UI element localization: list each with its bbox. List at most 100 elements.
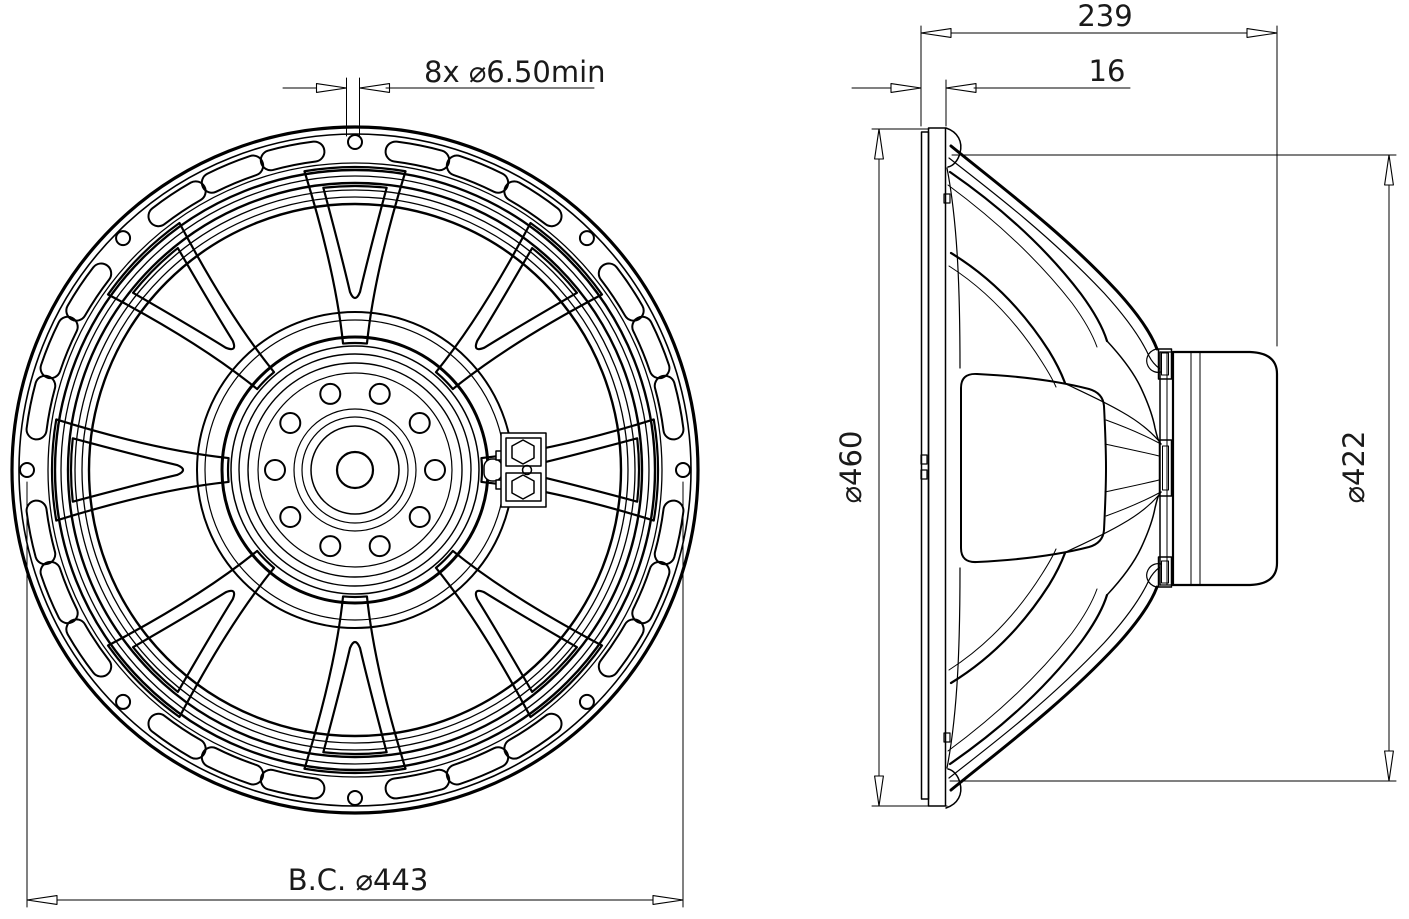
magnet-outline <box>1171 350 1279 587</box>
arrowhead <box>315 83 348 93</box>
spoke <box>303 595 407 775</box>
spoke <box>303 165 407 345</box>
dim-label-overall-diameter: ⌀460 <box>834 431 868 504</box>
bolt-hole <box>115 230 132 247</box>
hub-vent-hole <box>368 535 391 558</box>
arrowhead <box>652 895 684 905</box>
bolt-hole <box>19 462 35 478</box>
hub-vent-hole <box>264 459 286 481</box>
front-view <box>10 125 700 815</box>
rim-slot <box>200 154 265 194</box>
hub-vent-hole <box>408 411 431 434</box>
bolt-hole <box>675 462 691 478</box>
rim-slot <box>147 180 207 228</box>
dim-bolt-circle: B.C. ⌀443 <box>26 481 684 908</box>
gasket-plate <box>920 131 930 800</box>
rim-slot <box>384 768 451 800</box>
dim-label-bolt-circle: B.C. ⌀443 <box>288 863 429 897</box>
hub-ring <box>301 416 409 524</box>
bolt-hole <box>115 693 132 710</box>
bolt-hole <box>347 790 363 806</box>
arrowhead <box>890 83 922 93</box>
rim-slot <box>445 154 510 194</box>
terminal-body <box>500 432 547 508</box>
terminal-square-top <box>505 437 542 467</box>
hub-vent-hole <box>319 382 342 405</box>
terminal-block <box>483 432 547 508</box>
hub-vent-hole <box>279 506 302 529</box>
arrowhead <box>1384 154 1394 186</box>
bolt-hole <box>578 230 595 247</box>
rim-slot <box>39 315 79 380</box>
dim-flange-thickness: 16 <box>851 54 1131 127</box>
hub-ring <box>238 353 472 587</box>
rim-slot <box>259 768 326 800</box>
rim-slot <box>65 262 113 322</box>
hub-ring <box>293 408 417 532</box>
dim-total-depth: 239 <box>920 0 1278 347</box>
rim-slot <box>503 180 563 228</box>
spoke <box>50 418 230 522</box>
dim-label-total-depth: 239 <box>1077 0 1132 33</box>
magnet-front-plate <box>1158 351 1174 586</box>
terminal-nut-bottom <box>511 474 535 500</box>
arrowhead <box>874 775 884 807</box>
rim-slot <box>65 618 113 678</box>
rim-transition-arc <box>60 175 650 765</box>
hub-mask <box>219 334 491 606</box>
dim-overall-diameter: ⌀460 <box>834 128 948 807</box>
cone-arc <box>81 196 629 744</box>
basket-window <box>960 372 1107 564</box>
hub-vent-hole <box>279 411 302 434</box>
rim-slot <box>631 560 671 625</box>
side-view <box>920 127 1279 810</box>
rim-slot <box>653 374 685 441</box>
rim-slot <box>597 618 645 678</box>
dimension-annotations: 8x ⌀6.50min B.C. ⌀443 239 16 <box>26 0 1397 908</box>
dim-label-flange-thickness: 16 <box>1089 54 1126 88</box>
rim-slot <box>25 374 57 441</box>
arrowhead <box>920 28 952 38</box>
flange-notches <box>920 193 951 743</box>
rim-transition-arc <box>47 162 663 778</box>
hub-ring <box>247 362 463 578</box>
flange-plate <box>927 127 947 807</box>
basket-profile-top <box>945 127 1173 457</box>
cone-arc <box>196 311 514 629</box>
dim-label-cutout-diameter: ⌀422 <box>1337 431 1371 504</box>
basket-profile-bottom <box>944 478 1173 810</box>
arrowhead <box>1246 28 1278 38</box>
magnet-assembly <box>1171 350 1279 587</box>
rim-outer-circle <box>10 125 700 815</box>
rim-slot <box>631 315 671 380</box>
rim-slot <box>653 499 685 566</box>
arrowhead <box>1384 750 1394 782</box>
rim-inner-circle <box>18 133 692 807</box>
dim-label-mounting-holes: 8x ⌀6.50min <box>424 55 606 89</box>
hub-ring <box>257 372 453 568</box>
hub-vent-hole <box>368 382 391 405</box>
arrowhead <box>358 83 391 93</box>
cone-arc <box>74 189 636 751</box>
terminal-nut-top <box>511 439 535 465</box>
terminal-lug <box>483 458 503 482</box>
dim-mounting-holes: 8x ⌀6.50min <box>282 55 606 137</box>
hub-ring <box>220 335 490 605</box>
hub-vent-hole <box>319 535 342 558</box>
hub-vent-hole <box>424 459 446 481</box>
rim-slot <box>147 712 207 760</box>
rim-slot <box>39 560 79 625</box>
arrowhead <box>26 895 58 905</box>
rim-transition-arc <box>53 168 657 772</box>
rim-slot <box>503 712 563 760</box>
bolt-hole <box>347 134 363 150</box>
dim-cutout-diameter: ⌀422 <box>949 154 1397 782</box>
rim-slot <box>200 746 265 786</box>
basket-clamp-middle <box>1158 439 1173 497</box>
basket-clamp-top <box>1157 348 1173 380</box>
hub-ring <box>335 450 375 490</box>
rim-slot <box>384 140 451 172</box>
hub-ring <box>310 425 400 515</box>
hub-ring <box>230 345 480 595</box>
